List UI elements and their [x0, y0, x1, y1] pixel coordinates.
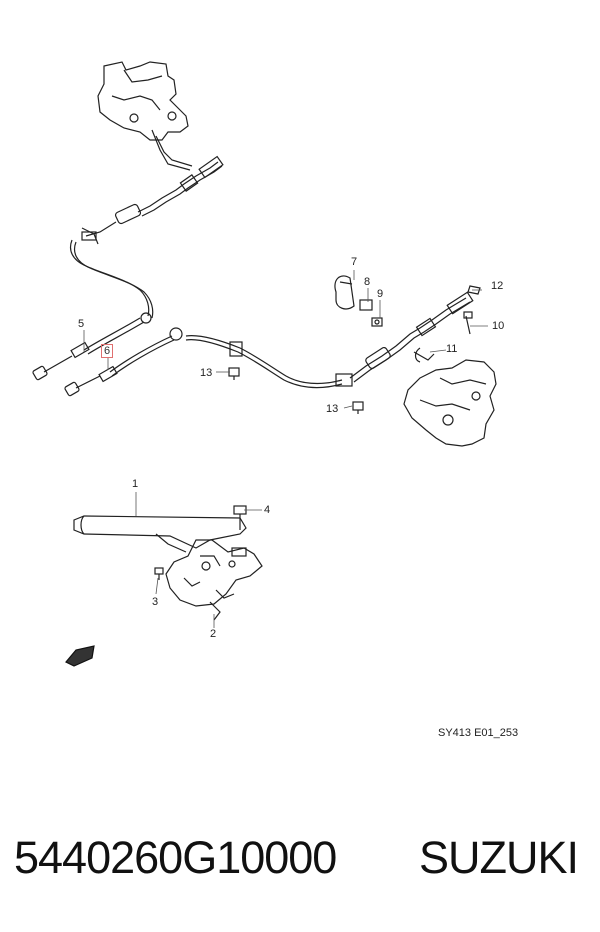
parts-diagram: 7 8 9 12 10 11 13 13 5 6 1 4 3 2 SY413 E…	[32, 61, 519, 739]
hardware	[228, 275, 481, 414]
callout-4: 4	[264, 504, 271, 516]
right-cable	[64, 291, 474, 397]
callout-12: 12	[491, 280, 504, 292]
callout-10: 10	[492, 320, 505, 332]
left-cable	[32, 155, 224, 381]
callout-3: 3	[152, 596, 159, 608]
callout-8: 8	[364, 276, 371, 288]
hand-brake-lever	[73, 505, 263, 621]
leader-lines	[83, 270, 488, 628]
part-number: 5440260G10000	[14, 832, 337, 883]
brand-name: SUZUKI	[419, 832, 579, 883]
callout-1: 1	[132, 478, 139, 490]
callout-11: 11	[446, 343, 458, 355]
diagram-drawing	[32, 61, 497, 667]
callout-5: 5	[78, 318, 85, 330]
left-rear-caliper	[97, 61, 193, 171]
callout-6: 6	[101, 344, 114, 358]
callout-13-right: 13	[326, 403, 339, 415]
callout-13: 13	[200, 367, 213, 379]
callout-9: 9	[377, 288, 384, 300]
callout-2: 2	[210, 628, 217, 640]
callout-7: 7	[351, 256, 358, 268]
footer: 5440260G10000 SUZUKI	[0, 832, 600, 892]
fwd-arrow-icon	[65, 645, 95, 667]
right-rear-caliper	[403, 351, 497, 447]
drawing-code: SY413 E01_253	[438, 727, 519, 739]
